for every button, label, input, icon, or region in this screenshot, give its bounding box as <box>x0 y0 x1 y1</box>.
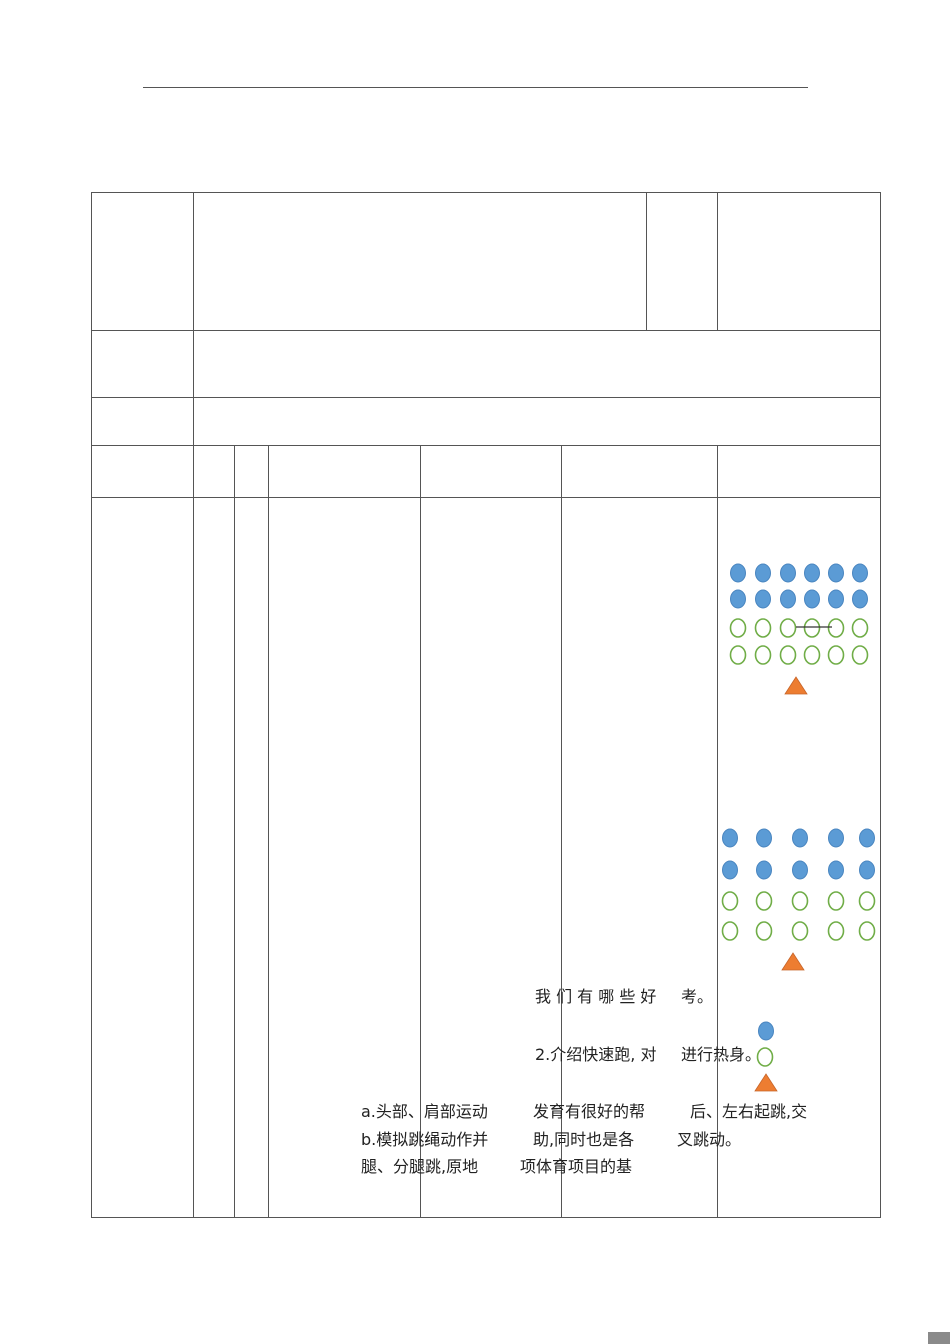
column-divider <box>561 445 562 1218</box>
student-filled <box>756 860 772 880</box>
student-filled <box>780 563 796 583</box>
text-fragment: a.头部、肩部运动 <box>361 1102 488 1121</box>
text-fragment: 后、左右起跳,交 <box>690 1102 808 1121</box>
student-hollow <box>729 645 747 665</box>
column-divider <box>717 445 718 1218</box>
student-hollow <box>779 645 797 665</box>
scrollbar-thumb[interactable] <box>928 1332 950 1344</box>
student-hollow <box>858 921 876 941</box>
student-filled <box>780 589 796 609</box>
student-hollow <box>827 891 845 911</box>
student-filled <box>758 1021 774 1041</box>
student-filled <box>755 589 771 609</box>
row-divider <box>91 497 881 498</box>
student-filled <box>804 563 820 583</box>
student-filled <box>804 589 820 609</box>
column-divider <box>646 192 647 330</box>
header-rule <box>143 87 808 88</box>
text-fragment: 叉跳动。 <box>677 1130 742 1149</box>
text-fragment: 进行热身。 <box>681 1045 762 1064</box>
student-hollow <box>827 921 845 941</box>
student-hollow <box>721 921 739 941</box>
teacher-marker <box>781 952 805 971</box>
student-hollow <box>803 618 821 638</box>
student-filled <box>828 563 844 583</box>
student-filled <box>859 828 875 848</box>
row-divider <box>91 445 881 446</box>
text-fragment: 考。 <box>681 987 714 1006</box>
student-hollow <box>755 891 773 911</box>
student-filled <box>859 860 875 880</box>
student-filled <box>792 828 808 848</box>
student-hollow <box>851 618 869 638</box>
student-hollow <box>754 618 772 638</box>
student-filled <box>730 563 746 583</box>
text-fragment: 项体育项目的基 <box>520 1157 633 1176</box>
formation-diagram-3 <box>754 1021 778 1092</box>
student-hollow <box>827 618 845 638</box>
table-border-top <box>91 192 881 193</box>
student-hollow <box>791 891 809 911</box>
table-border-right <box>880 192 881 1218</box>
text-fragment: 发育有很好的帮 <box>533 1102 646 1121</box>
student-hollow <box>803 645 821 665</box>
student-hollow <box>827 645 845 665</box>
student-hollow <box>779 618 797 638</box>
student-filled <box>828 828 844 848</box>
column-divider <box>268 445 269 1218</box>
student-filled <box>755 563 771 583</box>
student-filled <box>730 589 746 609</box>
teacher-marker <box>784 676 808 695</box>
student-filled <box>852 589 868 609</box>
student-hollow <box>729 618 747 638</box>
student-hollow <box>721 891 739 911</box>
student-filled <box>828 860 844 880</box>
student-hollow <box>858 891 876 911</box>
text-fragment: 2.介绍快速跑, 对 <box>535 1045 657 1064</box>
student-hollow <box>754 645 772 665</box>
teacher-marker <box>754 1073 778 1092</box>
student-filled <box>828 589 844 609</box>
text-fragment: 我 们 有 哪 些 好 <box>535 987 657 1006</box>
text-fragment: 助,同时也是各 <box>533 1130 635 1149</box>
column-divider <box>717 192 718 330</box>
student-hollow <box>755 921 773 941</box>
student-hollow <box>851 645 869 665</box>
column-divider <box>234 445 235 1218</box>
text-fragment: 腿、分腿跳,原地 <box>361 1157 479 1176</box>
student-filled <box>722 860 738 880</box>
table-border-left <box>91 192 92 1218</box>
student-filled <box>852 563 868 583</box>
student-filled <box>722 828 738 848</box>
table-border-bottom <box>91 1217 881 1218</box>
text-fragment: b.模拟跳绳动作并 <box>361 1130 489 1149</box>
row-divider <box>91 330 881 331</box>
student-hollow <box>791 921 809 941</box>
formation-diagram-2 <box>721 828 876 971</box>
formation-diagram-1 <box>729 563 869 695</box>
student-filled <box>756 828 772 848</box>
student-filled <box>792 860 808 880</box>
column-divider <box>420 445 421 1218</box>
column-divider <box>193 192 194 1218</box>
student-hollow <box>756 1047 774 1067</box>
row-divider <box>91 397 881 398</box>
